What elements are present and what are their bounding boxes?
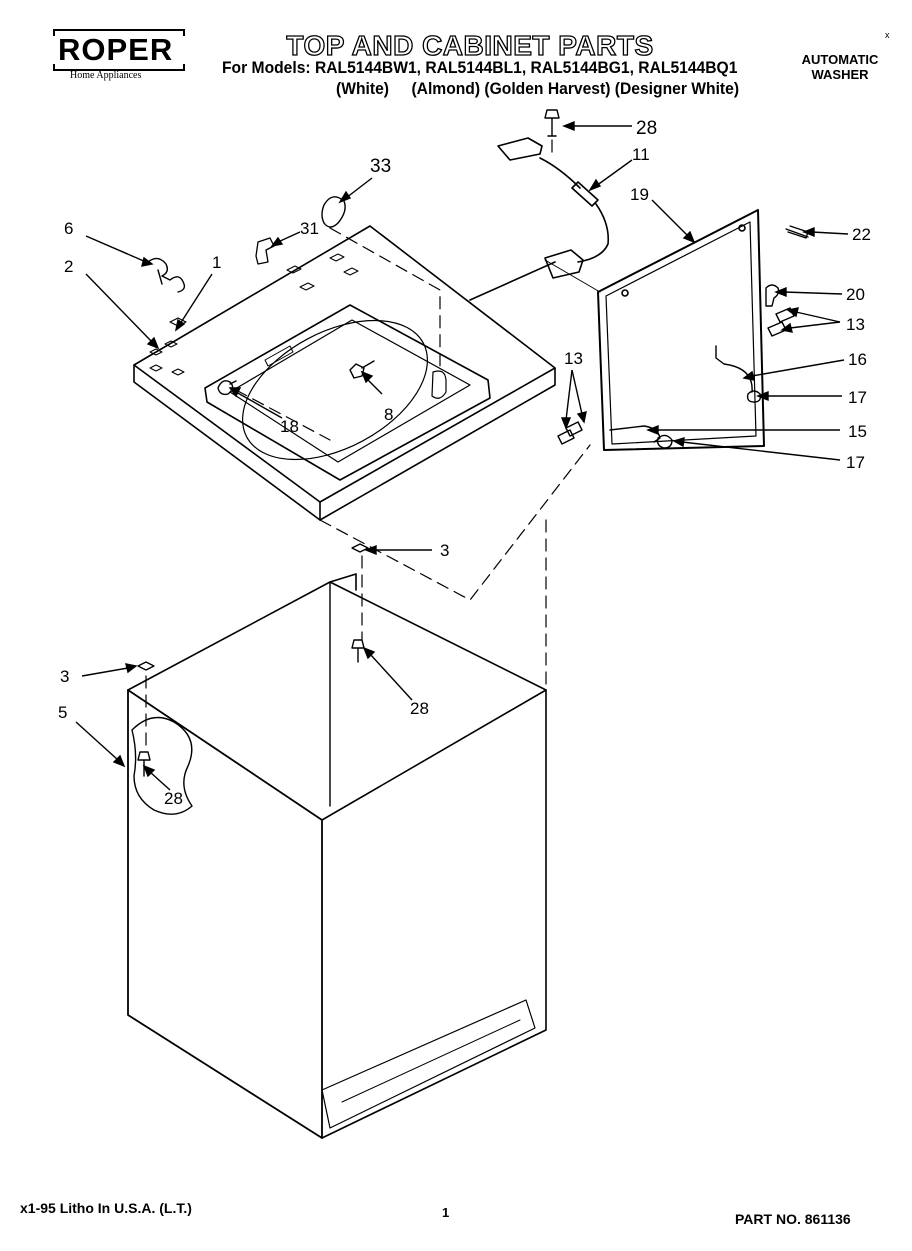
part-19-rear-panel [597, 209, 765, 451]
callout-3-front: 3 [60, 667, 69, 686]
callout-19: 19 [630, 185, 649, 204]
callout-17-lower: 17 [846, 453, 865, 472]
part-1-plug [169, 317, 187, 327]
callout-6: 6 [64, 219, 73, 238]
callout-31: 31 [300, 219, 319, 238]
brand-subtitle: Home Appliances [70, 70, 142, 81]
part-28-screw-rear [351, 639, 365, 663]
color-white-label: (White) [336, 79, 389, 98]
part-31-bracket [255, 237, 275, 265]
part-22-pin [785, 225, 809, 239]
page-number: 1 [442, 1205, 450, 1220]
part-20-clip [765, 284, 780, 307]
part-5-cabinet [127, 573, 547, 1139]
callout-28-rear: 28 [410, 699, 429, 718]
callout-13-right: 13 [846, 315, 865, 334]
callout-16: 16 [848, 350, 867, 369]
callout-11: 11 [632, 145, 650, 164]
part-3-nut-rear [351, 543, 369, 553]
callout-28-front: 28 [164, 789, 183, 808]
callout-2: 2 [64, 257, 73, 276]
part-number: PART NO. 861136 [735, 1211, 851, 1227]
litho-note: x1-95 Litho In U.S.A. (L.T.) [20, 1200, 192, 1216]
washer-top-panel [133, 225, 556, 521]
models-line: For Models: RAL5144BW1, RAL5144BL1, RAL5… [222, 58, 738, 77]
callout-18: 18 [280, 417, 299, 436]
part-3-nut-front [137, 661, 155, 671]
product-line-2: WASHER [811, 67, 869, 82]
part-17-foot-a [746, 390, 762, 403]
callout-13-left: 13 [564, 349, 583, 368]
part-33-bumper [321, 196, 346, 228]
callout-28-top: 28 [636, 118, 657, 139]
callout-8: 8 [384, 405, 393, 424]
callout-1: 1 [212, 253, 221, 272]
part-11-lid-switch [497, 137, 610, 279]
callout-15: 15 [848, 422, 867, 441]
product-type: AUTOMATIC WASHER [790, 52, 890, 82]
callout-5: 5 [58, 703, 67, 722]
callout-22: 22 [852, 225, 871, 244]
part-13-screws-left [557, 421, 583, 445]
page-title: TOP AND CABINET PARTS [286, 29, 654, 61]
part-28-top-screw [544, 109, 560, 137]
part-6-clip [147, 257, 186, 293]
part-28-screw-front [137, 751, 151, 777]
brand-logo: ROPER [58, 32, 174, 67]
corner-mark: x [885, 30, 890, 40]
color-others-label: (Almond) (Golden Harvest) (Designer Whit… [411, 79, 740, 98]
roper-logo-frame [53, 29, 185, 71]
product-line-1: AUTOMATIC [801, 52, 879, 67]
callout-17-upper: 17 [848, 388, 867, 407]
callout-20: 20 [846, 285, 865, 304]
callout-33: 33 [370, 156, 391, 177]
part-16-bracket [715, 345, 753, 393]
part-17-foot-b [656, 434, 673, 449]
callout-3-rear: 3 [440, 541, 449, 560]
